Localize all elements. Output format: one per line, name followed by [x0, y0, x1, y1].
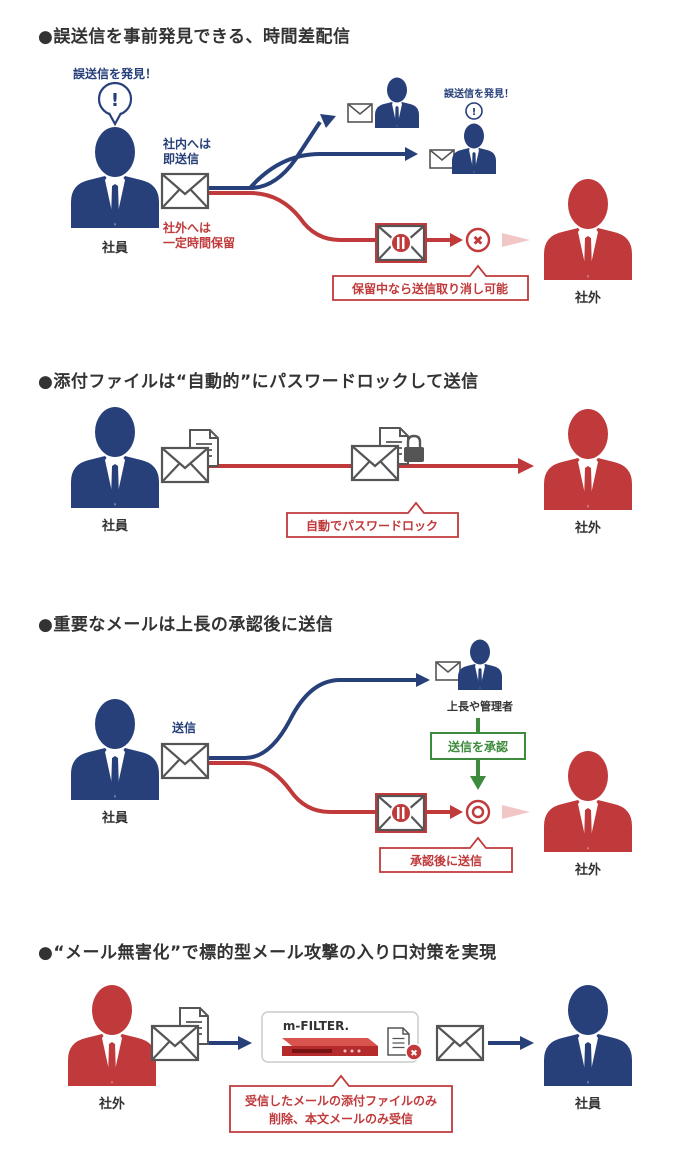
section-2-diagram: 社員 自動でパスワードロック 社外 [71, 407, 632, 538]
svg-text:受信したメールの添付ファイルのみ: 受信したメールの添付ファイルのみ [245, 1093, 437, 1108]
hold-envelope-icon [375, 223, 427, 263]
external-label-1: 社外へは [162, 220, 211, 235]
envelope-small-icon [347, 103, 373, 123]
sender-label: 社員 [101, 518, 128, 534]
receiver-label: 社外 [574, 862, 601, 878]
external-recipient-icon [544, 409, 632, 510]
employee-person-icon [71, 127, 159, 228]
employee-person-icon [71, 699, 159, 800]
exclamation-icon: ! [111, 90, 119, 111]
target-icon [465, 799, 491, 825]
cancel-callout: 保留中なら送信取り消し可能 [332, 264, 529, 301]
section-1-title: ●誤送信を事前発見できる、時間差配信 [38, 27, 351, 47]
internal-label-1: 社内へは [162, 136, 211, 151]
section-2-title: ●添付ファイルは“自動的”にパスワードロックして送信 [38, 372, 479, 392]
internal-label-2: 即送信 [163, 151, 199, 166]
envelope-icon [150, 1024, 200, 1062]
speech-label: 誤送信を発見！ [73, 66, 157, 81]
password-lock-callout: 自動でパスワードロック [286, 501, 459, 538]
alert-speech-bubble: ! 誤送信を発見！ [73, 66, 157, 127]
svg-text:✖: ✖ [410, 1049, 418, 1059]
svg-text:自動でパスワードロック: 自動でパスワードロック [306, 518, 438, 533]
envelope-small-icon [435, 661, 461, 681]
send-label: 送信 [171, 720, 196, 735]
cancel-x-icon: ✖ [465, 227, 491, 253]
receiver-label: 社外 [574, 520, 601, 536]
envelope-small-icon-2 [429, 149, 455, 169]
employee-recipient-icon [544, 985, 632, 1086]
section-4-title: ●“メール無害化”で標的型メール攻撃の入り口対策を実現 [38, 943, 497, 963]
sender-label: 社外 [98, 1096, 125, 1112]
approver-person-icon [458, 639, 502, 690]
approver-label: 上長や管理者 [447, 699, 513, 713]
hold-envelope-icon [375, 793, 427, 833]
receiver-label: 社員 [574, 1096, 601, 1112]
external-recipient-icon [544, 751, 632, 852]
internal-recipient-icon [375, 77, 419, 128]
small-alert-bubble: ! 誤送信を発見！ [444, 87, 514, 120]
envelope-icon [160, 172, 210, 210]
section-4-diagram: 社外 m-FILTER. ✖ [68, 985, 632, 1133]
sanitize-callout: 受信したメールの添付ファイルのみ 削除、本文メールのみ受信 [229, 1074, 453, 1133]
external-recipient-icon [544, 179, 632, 280]
svg-text:✖: ✖ [473, 234, 484, 249]
m-filter-logo: m-FILTER. [283, 1019, 349, 1033]
employee-person-icon [71, 407, 159, 508]
server-appliance-icon [282, 1038, 378, 1056]
sender-label: 社員 [101, 240, 128, 256]
m-filter-product-box: m-FILTER. ✖ [261, 1011, 423, 1063]
svg-text:削除、本文メールのみ受信: 削除、本文メールのみ受信 [269, 1111, 413, 1126]
receiver-label: 社外 [574, 290, 601, 306]
envelope-icon-2 [350, 444, 400, 482]
envelope-icon [160, 742, 210, 780]
svg-text:保留中なら送信取り消し可能: 保留中なら送信取り消し可能 [351, 281, 508, 296]
approve-box: 送信を承認 [430, 732, 526, 760]
envelope-icon-clean [435, 1024, 485, 1062]
svg-text:!: ! [472, 107, 477, 118]
sender-label: 社員 [101, 810, 128, 826]
approved-send-callout: 承認後に送信 [379, 836, 513, 873]
svg-text:承認後に送信: 承認後に送信 [410, 853, 482, 868]
lock-icon [404, 434, 424, 462]
internal-recipient-icon-2 [452, 123, 496, 174]
speech-label-small: 誤送信を発見！ [444, 87, 514, 100]
external-label-2: 一定時間保留 [163, 235, 235, 250]
envelope-icon [160, 446, 210, 484]
svg-text:送信を承認: 送信を承認 [447, 739, 508, 754]
section-1-diagram: ! 誤送信を発見！ 社員 社内へは 即送信 社外へは 一定時間保留 ! 誤送信を… [71, 66, 632, 306]
section-3-diagram: 社員 送信 上長や管理者 送信を承認 承認後に送信 [71, 639, 632, 878]
external-sender-icon [68, 985, 156, 1086]
delete-x-icon: ✖ [405, 1043, 423, 1061]
section-3-title: ●重要なメールは上長の承認後に送信 [38, 615, 334, 635]
